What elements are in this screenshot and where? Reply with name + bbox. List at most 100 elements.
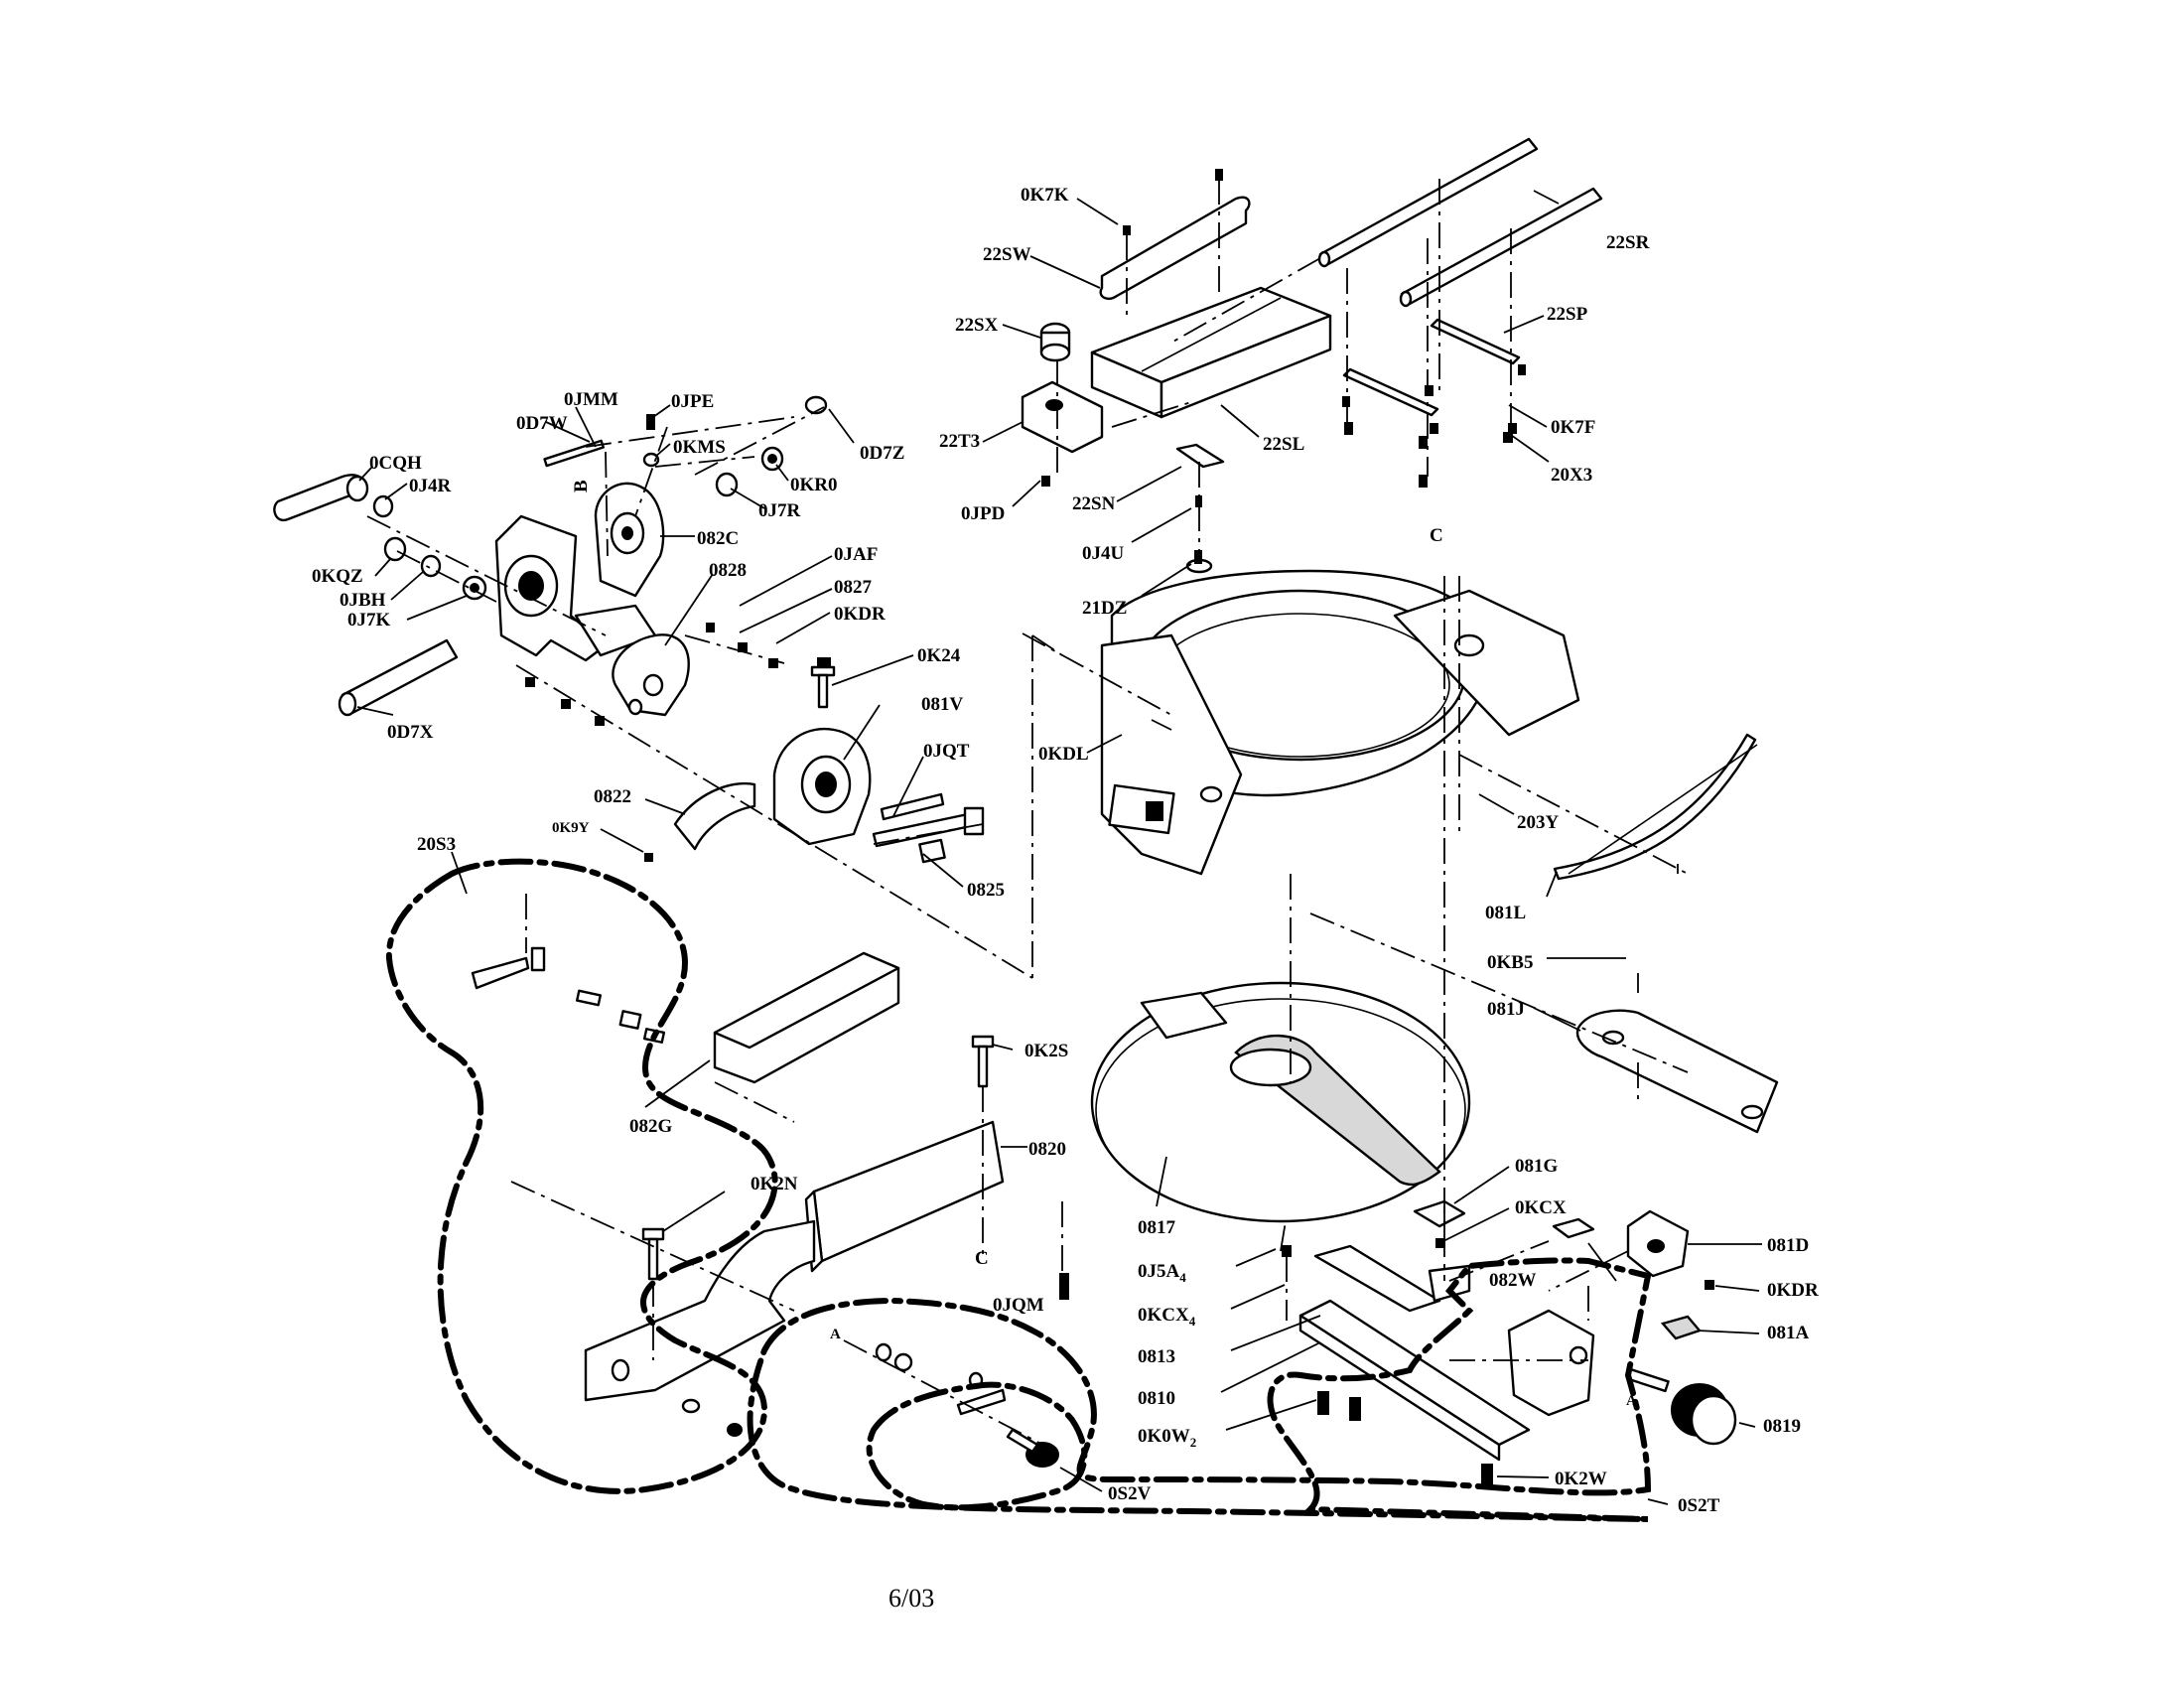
- miter-lock-parts: [843, 1199, 1737, 1487]
- screws-rail: [1041, 169, 1526, 564]
- label-A-left: A: [830, 1327, 841, 1342]
- rail-rods-22SR: [1317, 137, 1603, 308]
- label-0KDL: 0KDL: [1038, 744, 1089, 765]
- label-22SX: 22SX: [955, 315, 999, 336]
- label-0JPD: 0JPD: [961, 503, 1005, 524]
- label-0D7Z: 0D7Z: [860, 443, 904, 464]
- label-0J7R: 0J7R: [758, 500, 801, 521]
- pad-082W: [1552, 1217, 1595, 1239]
- label-22SL: 22SL: [1263, 434, 1304, 455]
- knob-22SX: [1039, 322, 1071, 362]
- fence-assembly: [471, 894, 1069, 1437]
- label-0D7W: 0D7W: [516, 413, 568, 434]
- label-0KCX: 0KCX: [1515, 1197, 1567, 1218]
- label-22T3: 22T3: [939, 431, 980, 452]
- label-0813: 0813: [1138, 1346, 1175, 1367]
- label-0K2S: 0K2S: [1024, 1041, 1068, 1061]
- label-0822: 0822: [594, 786, 631, 807]
- label-0825: 0825: [967, 880, 1005, 901]
- fence-0820: [804, 1120, 1005, 1273]
- label-0810: 0810: [1138, 1388, 1175, 1409]
- label-081L: 081L: [1485, 903, 1526, 923]
- label-C-bottom: C: [975, 1248, 989, 1269]
- label-0JAF: 0JAF: [834, 544, 878, 565]
- clip-22SN: [1175, 443, 1225, 469]
- label-0KDR-top: 0KDR: [834, 604, 886, 625]
- label-203Y: 203Y: [1517, 812, 1560, 833]
- label-A-right: A: [1626, 1393, 1637, 1409]
- part-labels: 0K7K 22SW 22SR 22SX 22SP 22T3 22SL 0K7F …: [312, 185, 1819, 1516]
- turntable-0817: [1090, 981, 1471, 1223]
- leader-lines: [356, 190, 1762, 1505]
- label-0K24: 0K24: [917, 645, 961, 666]
- label-0K2N: 0K2N: [751, 1174, 798, 1194]
- fence-082G: [713, 951, 900, 1084]
- clip-081G: [1413, 1199, 1466, 1228]
- block-22T3: [1021, 380, 1104, 454]
- centerlines-bevel: [366, 406, 1063, 979]
- label-0817: 0817: [1138, 1217, 1176, 1238]
- label-0820: 0820: [1028, 1139, 1066, 1160]
- footer-date: 6/03: [888, 1584, 934, 1613]
- label-0819: 0819: [1763, 1416, 1801, 1437]
- bevel-assembly: [273, 395, 1063, 979]
- lever-081D: [1626, 1209, 1690, 1278]
- centerlines-rail: [1056, 179, 1512, 551]
- label-0J4R: 0J4R: [409, 476, 452, 496]
- slide-block-22SL: [1090, 286, 1332, 419]
- label-C-top: C: [1430, 525, 1443, 546]
- label-0K7F: 0K7F: [1551, 417, 1595, 438]
- label-0827: 0827: [834, 577, 873, 598]
- outline-0S2V: [866, 1381, 1088, 1511]
- knob-0819: [1626, 1367, 1737, 1446]
- label-082G: 082G: [629, 1116, 673, 1137]
- outline-0S2T: [747, 1257, 1652, 1522]
- label-0J4U: 0J4U: [1082, 543, 1125, 564]
- brackets-22SP: [1342, 318, 1521, 417]
- label-0KCX4: 0KCX4: [1138, 1305, 1196, 1329]
- label-0KB5: 0KB5: [1487, 952, 1533, 973]
- rail-plate-22SW: [1099, 196, 1251, 301]
- bolt-0JQT: [872, 792, 985, 864]
- label-0S2V: 0S2V: [1108, 1483, 1152, 1504]
- label-0JQM: 0JQM: [993, 1295, 1044, 1316]
- label-0KR0: 0KR0: [790, 475, 838, 495]
- rail-assembly: [1021, 137, 1603, 574]
- lock-handle-0CQH: [273, 474, 394, 522]
- label-22SP: 22SP: [1547, 304, 1588, 325]
- label-0JPE: 0JPE: [671, 391, 714, 412]
- assembly-outlines: [385, 858, 1652, 1522]
- label-081A: 081A: [1767, 1323, 1810, 1343]
- label-0CQH: 0CQH: [369, 453, 422, 474]
- centerlines-fence: [510, 894, 1063, 1360]
- label-0KDR-bottom: 0KDR: [1767, 1280, 1819, 1301]
- label-0KMS: 0KMS: [673, 437, 726, 458]
- label-0K2W: 0K2W: [1555, 1469, 1607, 1489]
- scale-0822: [644, 781, 756, 862]
- label-0JMM: 0JMM: [564, 389, 618, 410]
- bracket-082C: [594, 482, 665, 598]
- pivot-housing: [494, 514, 657, 662]
- label-22SR: 22SR: [1606, 232, 1650, 253]
- scale-081L: [1553, 733, 1758, 881]
- plate-0813: [1313, 1244, 1471, 1313]
- bevel-bracket-081V: [772, 727, 872, 846]
- label-20S3: 20S3: [417, 834, 456, 855]
- screws-bevel: [525, 414, 836, 726]
- label-22SN: 22SN: [1072, 493, 1116, 514]
- label-0K0W2: 0K0W2: [1138, 1426, 1196, 1450]
- label-0D7X: 0D7X: [387, 722, 434, 743]
- screws-fence: [641, 1035, 1069, 1437]
- label-082W: 082W: [1489, 1270, 1537, 1291]
- fence-base-0K2N: [584, 1219, 816, 1402]
- label-082C: 082C: [697, 528, 739, 549]
- label-21DZ: 21DZ: [1082, 598, 1127, 619]
- label-22SW: 22SW: [983, 244, 1031, 265]
- label-081J: 081J: [1487, 999, 1525, 1020]
- plate-081J: [1575, 1009, 1779, 1134]
- outline-20S3: [385, 858, 778, 1494]
- label-0K7K: 0K7K: [1021, 185, 1069, 206]
- label-0J5A4: 0J5A4: [1138, 1261, 1186, 1285]
- label-081G: 081G: [1515, 1156, 1559, 1177]
